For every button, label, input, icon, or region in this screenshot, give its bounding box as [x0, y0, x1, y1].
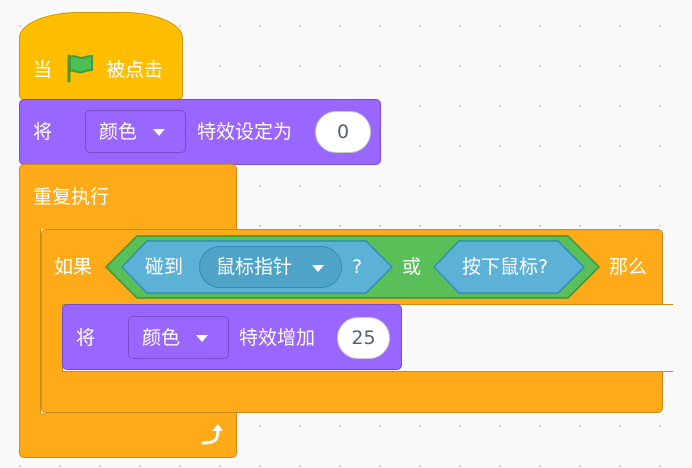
set-effect-block[interactable]: 将 颜色 特效设定为 0 — [19, 99, 381, 165]
change-effect-suffix: 特效增加 — [239, 327, 316, 349]
green-flag-icon — [67, 54, 93, 83]
set-effect-suffix: 特效设定为 — [197, 121, 293, 143]
touching-block[interactable]: 碰到 鼠标指针 ? — [121, 240, 393, 294]
hat-label-clicked: 被点击 — [106, 59, 164, 81]
hat-label-when: 当 — [33, 59, 53, 81]
change-effect-block[interactable]: 将 颜色 特效增加 25 — [62, 304, 402, 370]
set-effect-dropdown-label: 颜色 — [99, 121, 138, 143]
mouse-down-block[interactable]: 按下鼠标? — [433, 240, 585, 294]
loop-arrow-icon — [201, 424, 223, 445]
chevron-down-icon — [153, 129, 165, 136]
touching-target-dropdown[interactable]: 鼠标指针 — [199, 246, 342, 288]
then-keyword: 那么 — [609, 256, 648, 278]
mouse-down-label: 按下鼠标? — [462, 256, 549, 278]
set-effect-verb: 将 — [33, 121, 53, 143]
chevron-down-icon — [196, 335, 208, 342]
forever-label: 重复执行 — [33, 186, 110, 208]
chevron-down-icon — [312, 265, 324, 272]
or-keyword: 或 — [402, 256, 422, 278]
touching-target-label: 鼠标指针 — [216, 256, 293, 278]
change-effect-value-input[interactable]: 25 — [337, 317, 390, 359]
when-flag-clicked-block[interactable]: 当 被点击 — [19, 12, 183, 100]
if-keyword: 如果 — [54, 256, 93, 278]
change-effect-verb: 将 — [76, 327, 96, 349]
mouse-down-shape — [433, 240, 585, 294]
touching-label: 碰到 — [145, 256, 184, 278]
set-effect-value-input[interactable]: 0 — [315, 111, 371, 153]
change-effect-dropdown-label: 颜色 — [142, 327, 181, 349]
change-effect-dropdown[interactable]: 颜色 — [128, 316, 229, 359]
touching-question-mark: ? — [352, 256, 363, 278]
set-effect-dropdown[interactable]: 颜色 — [85, 110, 186, 153]
